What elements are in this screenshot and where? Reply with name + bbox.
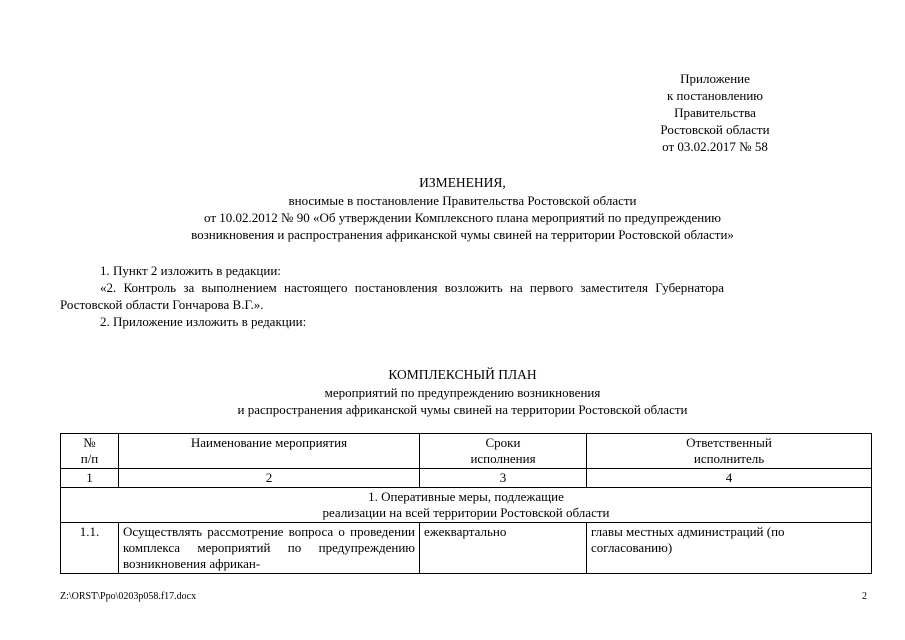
header-num-line: п/п xyxy=(80,451,99,466)
column-number: 4 xyxy=(586,468,872,488)
appendix-line: к постановлению xyxy=(666,88,764,103)
paragraph-1: 1. Пункт 2 изложить в редакции: xyxy=(100,263,281,278)
changes-subtitle-line: вносимые в постановление Правительства Р… xyxy=(288,193,637,208)
row-name: Осуществлять рассмотрение вопроса о пров… xyxy=(118,522,420,574)
plan-title: КОМПЛЕКСНЫЙ ПЛАН xyxy=(388,367,537,382)
section-title-line: реализации на всей территории Ростовской… xyxy=(322,505,610,520)
footer-file-path: Z:\ORST\Ppo\0203p058.f17.docx xyxy=(60,591,197,602)
column-number-row: 1 2 3 4 xyxy=(60,468,872,488)
plan-subtitle-line: и распространения африканской чумы свине… xyxy=(237,402,688,417)
header-num-line: № xyxy=(83,435,96,450)
row-term: ежеквартально xyxy=(419,522,587,574)
header-responsible-line: исполнитель xyxy=(693,451,765,466)
appendix-block: Приложение к постановлению Правительства… xyxy=(615,70,815,155)
changes-subtitle-line: от 10.02.2012 № 90 «Об утверждении Компл… xyxy=(204,210,721,225)
appendix-line: Правительства xyxy=(674,105,756,120)
paragraph-2-line-2: Ростовской области Гончарова В.Г.». xyxy=(60,297,264,312)
section-title-line: 1. Оперативные меры, подлежащие xyxy=(368,489,564,504)
header-responsible: Ответственный исполнитель xyxy=(586,433,872,469)
column-number: 2 xyxy=(118,468,420,488)
page-number: 2 xyxy=(862,591,867,602)
header-num: № п/п xyxy=(60,433,119,469)
appendix-line: от 03.02.2017 № 58 xyxy=(662,139,768,154)
header-term-line: Сроки xyxy=(485,435,521,450)
section-title: 1. Оперативные меры, подлежащие реализац… xyxy=(60,487,872,523)
body-text: 1. Пункт 2 изложить в редакции: «2. Конт… xyxy=(60,262,866,330)
header-name: Наименование мероприятия xyxy=(118,433,420,469)
header-responsible-line: Ответственный xyxy=(686,435,772,450)
header-term-line: исполнения xyxy=(470,451,536,466)
header-term: Сроки исполнения xyxy=(419,433,587,469)
plan-subtitle-line: мероприятий по предупреждению возникнове… xyxy=(324,385,601,400)
paragraph-2-line-1: «2. Контроль за выполнением настоящего п… xyxy=(100,280,724,295)
table-header-row: № п/п Наименование мероприятия Сроки исп… xyxy=(60,433,872,469)
changes-heading: ИЗМЕНЕНИЯ, вносимые в постановление Прав… xyxy=(60,174,865,243)
table-row: 1.1. Осуществлять рассмотрение вопроса о… xyxy=(60,522,872,574)
changes-subtitle-line: возникновения и распространения африканс… xyxy=(191,227,734,242)
plan-table: № п/п Наименование мероприятия Сроки исп… xyxy=(60,433,872,574)
column-number: 1 xyxy=(60,468,119,488)
row-responsible: главы местных администраций (по согласов… xyxy=(586,522,872,574)
section-row: 1. Оперативные меры, подлежащие реализац… xyxy=(60,487,872,523)
appendix-line: Приложение xyxy=(680,71,750,86)
appendix-line: Ростовской области xyxy=(660,122,770,137)
paragraph-3: 2. Приложение изложить в редакции: xyxy=(100,314,307,329)
column-number: 3 xyxy=(419,468,587,488)
changes-title: ИЗМЕНЕНИЯ, xyxy=(419,175,506,190)
plan-heading: КОМПЛЕКСНЫЙ ПЛАН мероприятий по предупре… xyxy=(60,366,865,418)
row-num: 1.1. xyxy=(60,522,119,574)
